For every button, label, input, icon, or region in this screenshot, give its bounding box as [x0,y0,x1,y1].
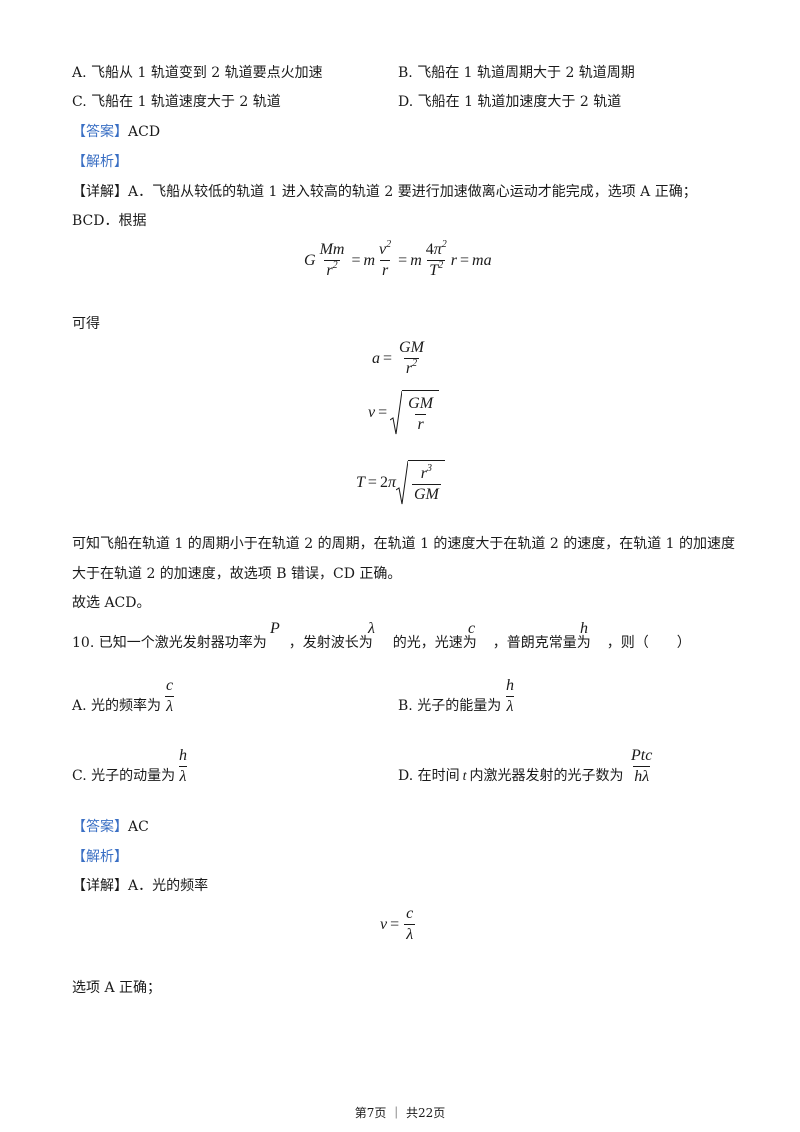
q10-option-a: A. 光的频率为 [72,698,162,714]
q10-var-h: h [580,620,588,637]
q10-detail: 【详解】A．光的频率 [72,878,209,894]
q10-var-p: P [270,620,280,637]
q9-analysis-label: 【解析】 [72,154,128,170]
q9-conclusion-line1: 可知飞船在轨道 1 的周期小于在轨道 2 的周期，在轨道 1 的速度大于在轨道 … [72,536,736,552]
q9-detail-line1: 【详解】A．飞船从较低的轨道 1 进入较高的轨道 2 要进行加速做离心运动才能完… [72,184,697,200]
answer-value: AC [128,819,149,835]
q10-option-c: C. 光子的动量为 [72,768,176,784]
q10-analysis-label: 【解析】 [72,849,128,865]
q9-option-c: C. 飞船在 1 轨道速度大于 2 轨道 [72,94,281,110]
answer-value: ACD [128,124,161,140]
q9-option-b: B. 飞船在 1 轨道周期大于 2 轨道周期 [398,65,635,81]
q9-answer: 【答案】ACD [72,123,160,141]
answer-label: 【答案】 [72,819,128,835]
q10-var-lambda: λ [368,620,375,637]
q9-final: 故选 ACD。 [72,595,151,611]
page-footer: 第7页 ｜ 共22页 [354,1106,446,1120]
q10-correct: 选项 A 正确； [72,980,162,996]
answer-label: 【答案】 [72,124,128,140]
q9-detail-line2: BCD．根据 [72,213,147,229]
q10-answer: 【答案】AC [72,818,149,836]
q10-option-b: B. 光子的能量为 [398,698,502,714]
q9-option-d: D. 飞船在 1 轨道加速度大于 2 轨道 [398,94,622,110]
q9-conclusion-line2: 大于在轨道 2 的加速度，故选项 B 错误，CD 正确。 [72,566,402,582]
q9-option-a: A. 飞船从 1 轨道变到 2 轨道要点火加速 [72,65,323,81]
q10-stem: 10. 已知一个激光发射器功率为，发射波长为的光，光速为，普朗克常量为，则（ ） [72,635,691,651]
q10-var-c: c [468,620,476,637]
q9-kede: 可得 [72,316,100,332]
